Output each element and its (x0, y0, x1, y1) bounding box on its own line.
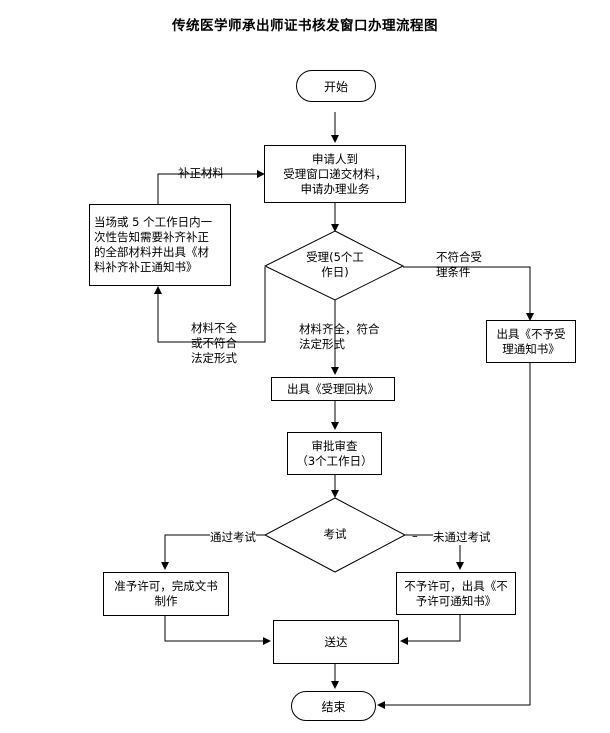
fail-dash: – (412, 529, 418, 543)
pass-label: 通过考试 (210, 530, 256, 545)
accept-decision-text: 受理(5个工 作日) (306, 250, 364, 279)
review-text: 审批审查 （3个工作日） (296, 438, 373, 468)
supplement-label: 补正材料 (178, 166, 224, 180)
deliver-box: 送达 (273, 620, 399, 664)
apply-text: 申请人到 受理窗口递交材料， 申请办理业务 (283, 151, 387, 196)
correction-notice-text: 当场或 5 个工作日内一 次性告知需要补齐补正 的全部材料并出具《材 料补齐补正… (94, 215, 213, 274)
permit-box: 准予许可，完成文书 制作 (103, 572, 229, 616)
deny-text: 不予许可，出具《不 予许可通知书》 (404, 578, 508, 608)
start-label: 开始 (323, 79, 348, 94)
apply-box: 申请人到 受理窗口递交材料， 申请办理业务 (264, 145, 406, 203)
complete-label: 材料齐全，符合 法定形式 (299, 322, 380, 351)
correction-notice-box: 当场或 5 个工作日内一 次性告知需要补齐补正 的全部材料并出具《材 料补齐补正… (89, 204, 231, 286)
not-eligible-label: 不符合受 理条件 (436, 250, 482, 279)
receipt-text: 出具《受理回执》 (287, 381, 379, 396)
reject-notice-box: 出具《不予受 理通知书》 (486, 320, 576, 363)
receipt-box: 出具《受理回执》 (271, 377, 395, 401)
exam-decision-text: 考试 (323, 527, 347, 541)
reject-notice-text: 出具《不予受 理通知书》 (496, 326, 566, 356)
incomplete-label: 材料不全 或不符合 法定形式 (191, 321, 237, 365)
deliver-text: 送达 (324, 634, 348, 649)
end-terminal: 结束 (291, 691, 376, 721)
review-box: 审批审查 （3个工作日） (287, 432, 382, 475)
end-label: 结束 (321, 699, 346, 714)
start-terminal: 开始 (296, 70, 376, 102)
fail-label: 未通过考试 (433, 530, 491, 545)
page-title: 传统医学师承出师证书核发窗口办理流程图 (172, 18, 438, 34)
permit-text: 准予许可，完成文书 制作 (114, 579, 218, 608)
deny-box: 不予许可，出具《不 予许可通知书》 (396, 572, 516, 615)
